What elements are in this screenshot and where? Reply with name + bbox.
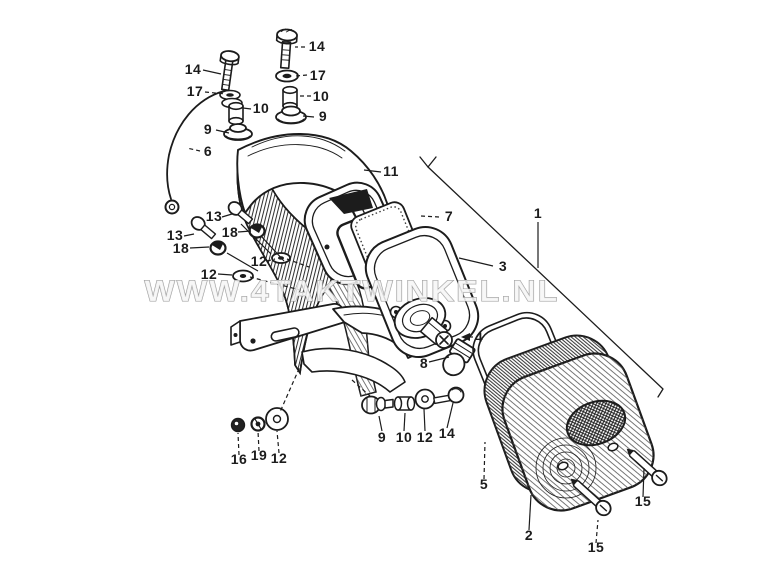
part-10-collar-lower	[393, 396, 416, 411]
part-15-screw-a	[626, 448, 668, 487]
callout-14-left: 14	[185, 61, 202, 77]
callout-15-b: 15	[588, 539, 605, 555]
callout-10-left: 10	[253, 100, 270, 116]
callout-9-right: 9	[319, 108, 327, 124]
lens-reflector-window	[565, 399, 627, 447]
callout-17-right: 17	[310, 67, 327, 83]
callout-3: 3	[499, 258, 507, 274]
part-2-lens	[483, 334, 655, 512]
part-9-bolt-lower	[361, 395, 394, 415]
part-18-capnut-a	[248, 223, 266, 239]
watermark-text: WWW.4TAKTWINKEL.NL	[145, 275, 560, 308]
callout-1: 1	[534, 205, 542, 221]
part-14-bolt-lower	[433, 386, 465, 405]
callout-16: 16	[231, 451, 248, 467]
callout-9-left: 9	[204, 121, 212, 137]
part-8-bulb	[442, 338, 476, 377]
part-6-ground-wire	[164, 90, 225, 215]
callout-18-b: 18	[173, 240, 190, 256]
callout-9-lower: 9	[378, 429, 386, 445]
part-16-nut	[230, 417, 246, 433]
callout-2: 2	[525, 527, 533, 543]
callout-14-right: 14	[309, 38, 326, 54]
callout-12-a: 12	[251, 253, 268, 269]
part-9-grommet-right	[275, 105, 307, 125]
callout-6: 6	[204, 143, 212, 159]
callout-10-right: 10	[313, 88, 330, 104]
callout-4: 4	[475, 329, 483, 345]
part-14-bolt-right	[275, 28, 298, 70]
lens-fresnel-rings	[535, 437, 597, 499]
part-15-screw-b	[570, 478, 612, 517]
part-12-washer-lowerleft	[265, 407, 289, 431]
part-4-socket-cap	[419, 316, 453, 349]
callout-13-b: 13	[167, 227, 184, 243]
part-12-washer-b	[232, 269, 254, 283]
part-14-bolt-left	[219, 50, 240, 92]
callout-17-left: 17	[187, 83, 204, 99]
part-18-capnut-b	[209, 240, 227, 256]
callout-leaders	[183, 46, 645, 544]
callout-10-lower: 10	[396, 429, 413, 445]
part-13-screw-b	[190, 216, 217, 240]
callout-8: 8	[420, 355, 428, 371]
part-19-spring-washer	[250, 416, 266, 432]
part-10-collar-right	[282, 85, 298, 111]
callout-labels: 14 17 10 9 6 14 17 10 9 11 7 1 3 13 18 1…	[167, 38, 652, 555]
part-9-grommet-left	[223, 123, 253, 141]
callout-12-lowerleft: 12	[271, 450, 288, 466]
callout-13-a: 13	[206, 208, 223, 224]
callout-18-a: 18	[222, 224, 239, 240]
lens-screw-holes	[557, 442, 619, 471]
part-12-washer-lower	[414, 388, 436, 410]
assembly-axis-line	[419, 156, 664, 398]
part-13-screw-a	[227, 201, 254, 225]
callout-12-b: 12	[201, 266, 218, 282]
callout-11: 11	[383, 163, 399, 179]
callout-15-a: 15	[635, 493, 652, 509]
callout-12-lower: 12	[417, 429, 434, 445]
callout-14-lower: 14	[439, 425, 456, 441]
part-17-washer-right	[275, 69, 299, 83]
part-10-collar-left	[228, 101, 244, 126]
callout-5: 5	[480, 476, 488, 492]
callout-7: 7	[445, 208, 453, 224]
callout-19: 19	[251, 447, 268, 463]
